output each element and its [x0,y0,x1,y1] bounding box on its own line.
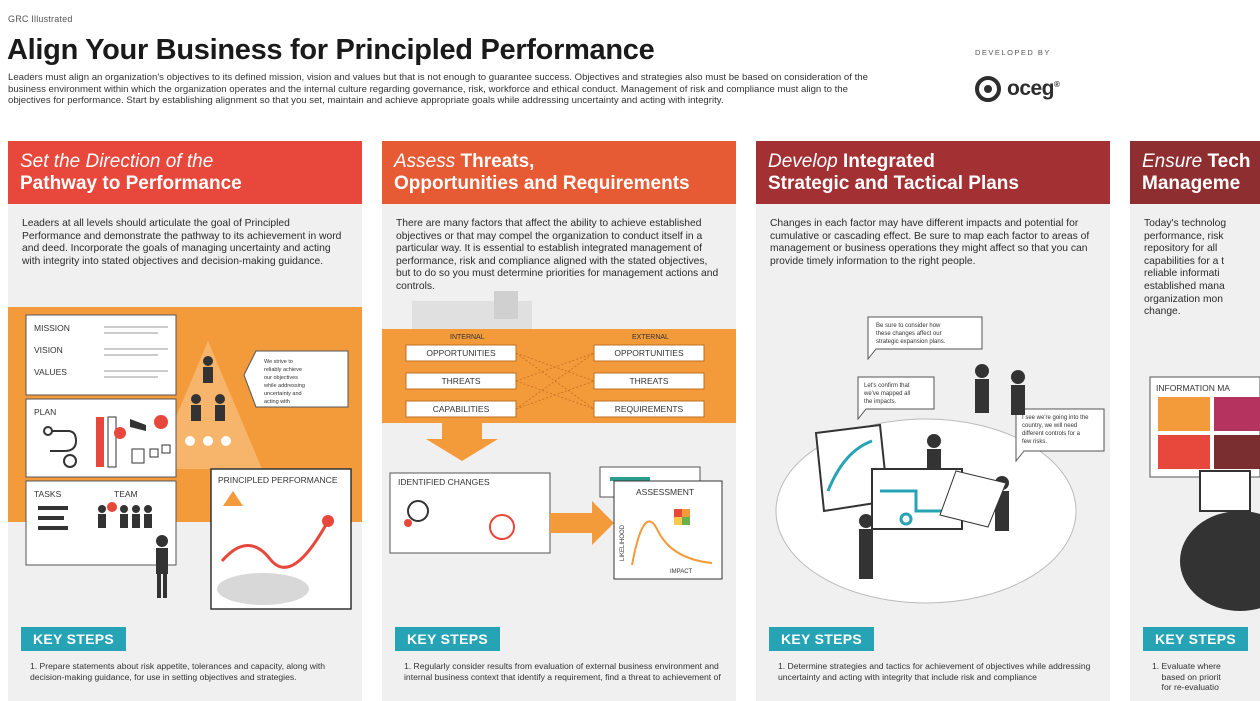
impact-label: IMPACT [670,569,693,575]
panel-title-italic: Assess [394,151,456,172]
panel-title-italic: Develop [768,151,838,172]
panel-title-bold: Threats, [460,151,535,172]
external-requirements: REQUIREMENTS [615,404,684,414]
mission-label: MISSION [34,323,70,333]
internal-label: INTERNAL [450,334,485,341]
oceg-logo-icon [975,76,1001,102]
external-label: EXTERNAL [632,334,669,341]
internal-opportunities: OPPORTUNITIES [426,348,496,358]
panel-assess-threats: Assess Threats, Opportunities and Requir… [382,141,736,701]
assess-illustration: INTERNAL EXTERNAL OPPORTUNITIES THREATS … [382,291,736,580]
technology-illustration: INFORMATION MA [1149,376,1260,611]
panel-body-text: Leaders at all levels should articulate … [22,218,342,267]
key-steps-label: KEY STEPS [395,627,501,651]
key-step-1: 1. Determine strategies and tactics for … [778,661,1091,682]
external-threats: THREATS [629,376,668,386]
panel-title-bold: Integrated [843,151,935,172]
panel-develop-plans: Develop Integrated Strategic and Tactica… [756,141,1110,701]
plan-label: PLAN [34,407,56,417]
panel-title-line2: Strategic and Tactical Plans [768,173,1019,194]
page-title: Align Your Business for Principled Perfo… [7,34,655,66]
principled-performance-label: PRINCIPLED PERFORMANCE [218,475,338,485]
key-step-1: 1. Evaluate where based on priorit for r… [1152,661,1221,693]
team-label: TEAM [114,489,138,499]
key-steps-label: KEY STEPS [769,627,875,651]
vision-label: VISION [34,345,63,355]
panel-title-italic: Set the Direction of the [20,151,214,172]
panel-body-text: Today's technolog performance, risk repo… [1144,218,1227,318]
plan-icons [43,415,171,468]
panel-body-text: Changes in each factor may have differen… [770,218,1090,267]
panel-ensure-technology: Ensure Tech Manageme Today's technolog p… [1130,141,1260,701]
direction-illustration: MISSION VISION VALUES PLAN TASKS TEAM [8,307,362,610]
oceg-logo[interactable]: oceg® [975,76,1060,102]
panel-title-italic: Ensure [1142,151,1203,172]
values-label: VALUES [34,367,67,377]
developed-by-label: DEVELOPED BY [975,48,1051,57]
key-step-1: 1. Regularly consider results from evalu… [404,661,721,682]
key-steps-label: KEY STEPS [1143,627,1249,651]
key-step-1: 1. Prepare statements about risk appetit… [30,661,326,682]
page-kicker: GRC Illustrated [8,14,73,24]
panel-title-line2: Manageme [1142,173,1241,194]
information-management-label: INFORMATION MA [1156,383,1230,393]
panel-header: Assess Threats, Opportunities and Requir… [382,141,736,204]
panel-header: Set the Direction of the Pathway to Perf… [8,141,362,204]
panel-title-bold: Tech [1207,151,1251,172]
internal-threats: THREATS [441,376,480,386]
intro-text: Leaders must align an organization's obj… [8,72,868,107]
key-steps-label: KEY STEPS [21,627,127,651]
panel-set-direction: Set the Direction of the Pathway to Perf… [8,141,362,701]
panel-header: Ensure Tech Manageme [1130,141,1260,204]
panel-body-text: There are many factors that affect the a… [396,218,719,292]
assessment-label: ASSESSMENT [636,487,694,497]
internal-capabilities: CAPABILITIES [433,404,490,414]
identified-changes-label: IDENTIFIED CHANGES [398,477,490,487]
panel-title-line2: Pathway to Performance [20,173,242,194]
panel-title-line2: Opportunities and Requirements [394,173,690,194]
oceg-logo-text: oceg® [1007,77,1060,100]
tasks-label: TASKS [34,489,62,499]
panel-header: Develop Integrated Strategic and Tactica… [756,141,1110,204]
external-opportunities: OPPORTUNITIES [614,348,684,358]
likelihood-label: LIKELIHOOD [620,524,626,561]
